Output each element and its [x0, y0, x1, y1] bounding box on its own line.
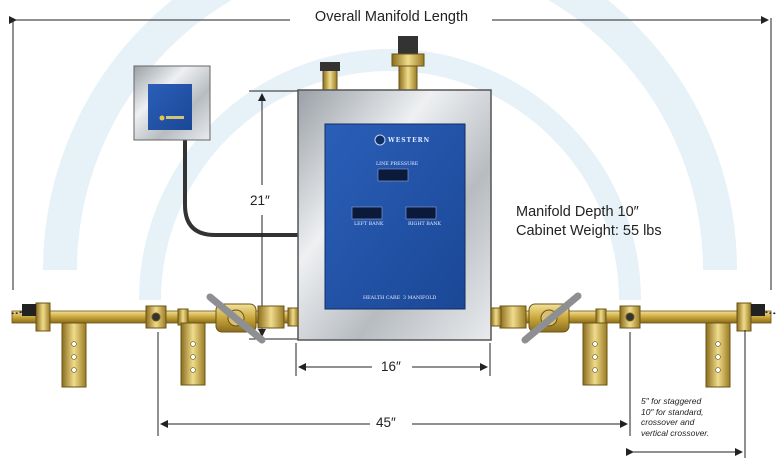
shutoff-valves — [206, 292, 582, 344]
panel-left-bank: LEFT BANK — [354, 222, 384, 227]
overall-length-text: Overall Manifold Length — [308, 9, 475, 25]
stagger-dimension — [626, 330, 746, 458]
height-dimension — [249, 90, 298, 340]
mounting-brackets — [61, 322, 731, 388]
panel-right-bank: RIGHT BANK — [408, 222, 442, 227]
pipe-fittings — [145, 305, 641, 329]
end-caps — [9, 302, 778, 332]
spacing-dimension — [157, 332, 631, 436]
note-line-3: crossover and — [641, 417, 695, 427]
width-dimension-label: 16″ — [381, 359, 401, 374]
height-dimension-label: 21″ — [250, 193, 270, 208]
panel-health-care: HEALTH CARE — [363, 296, 401, 301]
watermark-logo — [43, 0, 737, 301]
manifold-depth-text: Manifold Depth 10″ — [516, 204, 639, 220]
panel-line-pressure: LINE PRESSURE — [376, 162, 419, 167]
note-line-4: vertical crossover. — [641, 427, 710, 438]
note-line-2: 10″ for standard, — [641, 406, 704, 417]
bracket-holes — [71, 341, 721, 373]
overall-length-dimension — [9, 16, 772, 290]
spacing-dimension-label: 45″ — [376, 415, 396, 430]
note-line-1: 5″ for staggered — [641, 396, 702, 406]
panel-brand: WESTERN — [388, 137, 431, 144]
cabinet-weight-text: Cabinet Weight: 55 lbs — [516, 223, 662, 239]
panel-model: 3 MANIFOLD — [403, 296, 437, 301]
overall-length-label: Overall Manifold Length — [0, 9, 783, 25]
manifold-cabinet — [297, 89, 492, 341]
width-dimension — [295, 343, 491, 376]
stagger-note: 5″ for staggered 10″ for standard, cross… — [641, 396, 709, 438]
alarm-panel — [133, 65, 300, 237]
specs-block: Manifold Depth 10″ Cabinet Weight: 55 lb… — [516, 203, 662, 241]
